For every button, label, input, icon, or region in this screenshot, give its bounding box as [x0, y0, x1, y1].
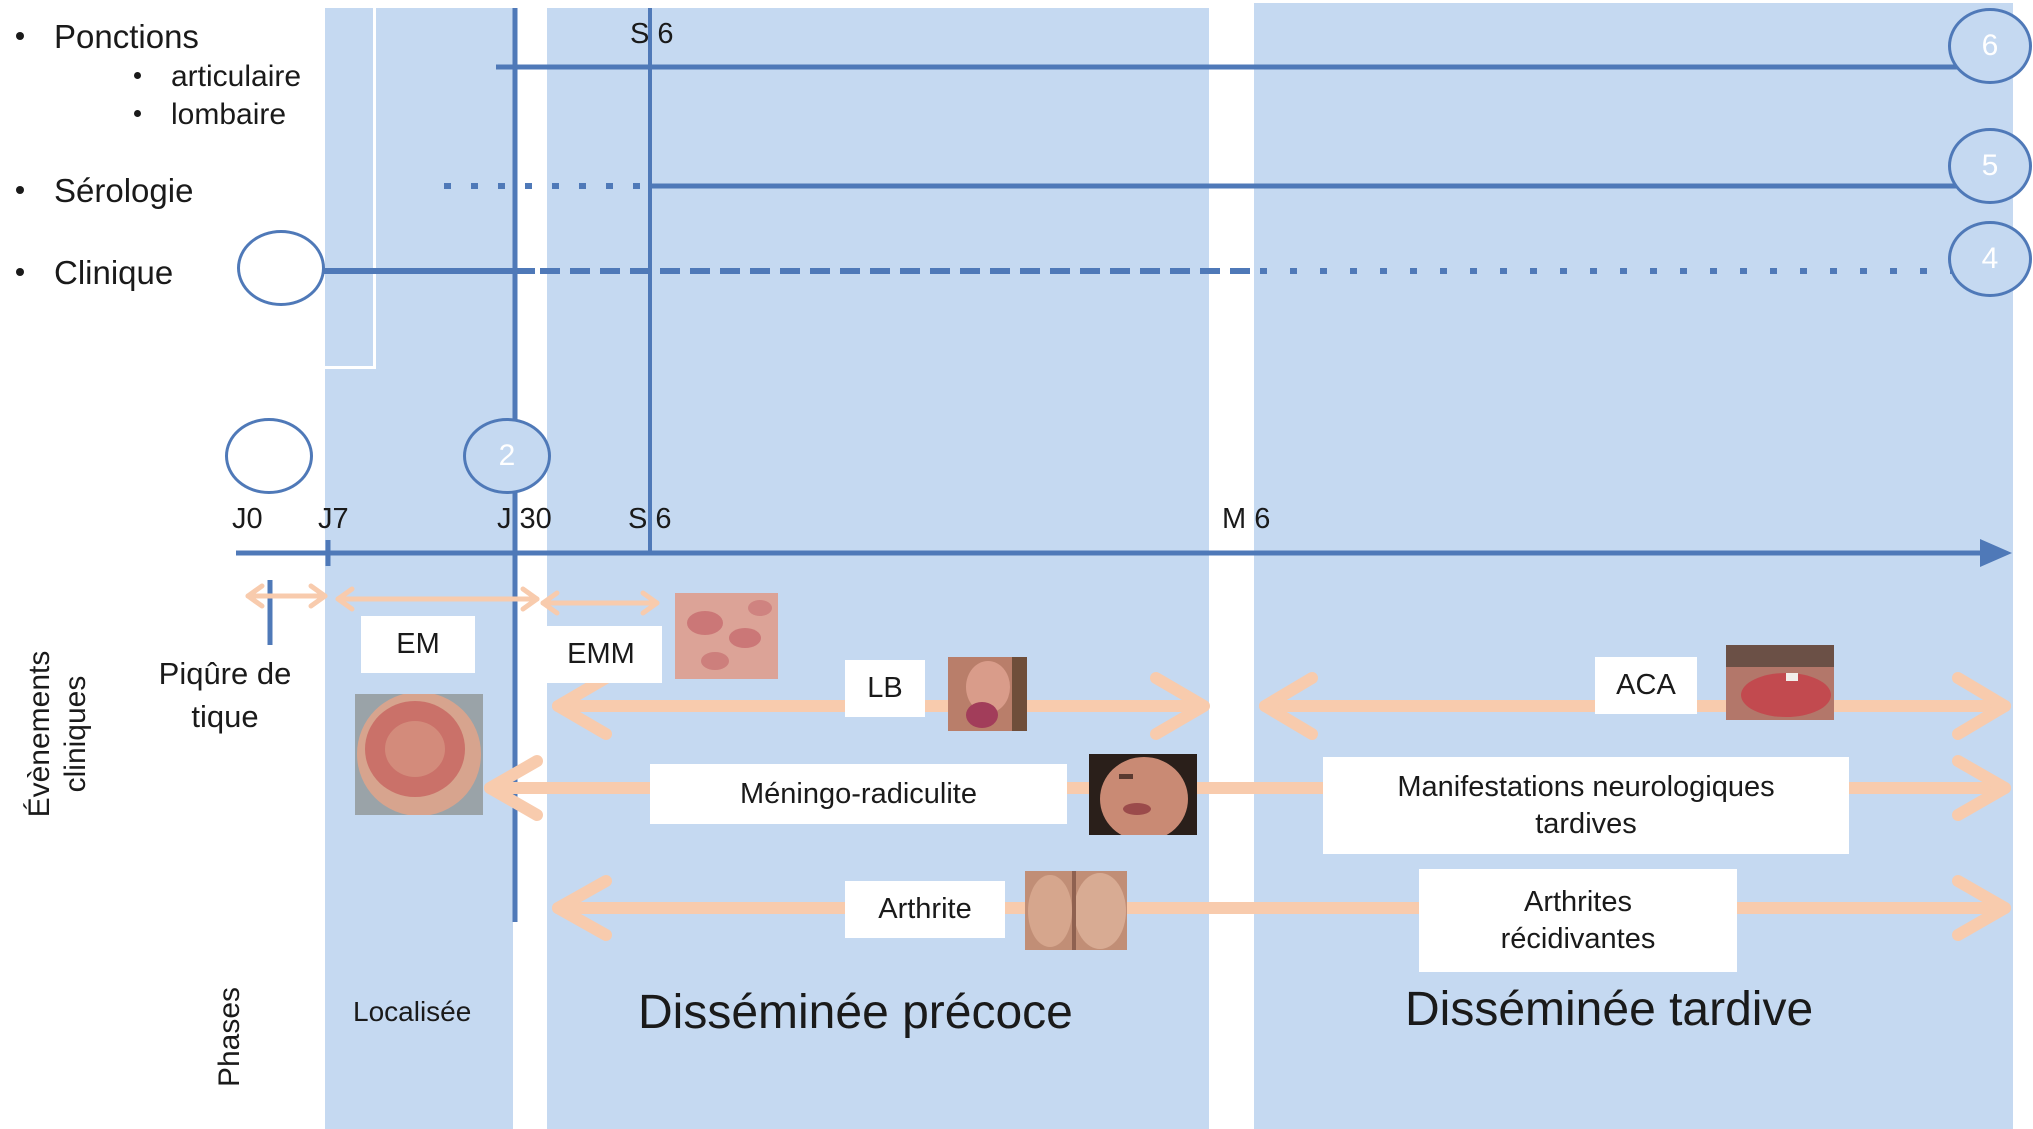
serologie-label: Sérologie	[16, 172, 193, 210]
tick-label-j0: J0	[232, 503, 263, 535]
arthrites-recidivantes-label: Arthrites récidivantes	[1419, 869, 1737, 972]
clinique-box-outline	[325, 8, 376, 369]
tick-label-j30: J 30	[497, 503, 552, 535]
circle-j0	[225, 418, 313, 494]
circle-clinique	[237, 230, 325, 306]
emm-skin-photo	[675, 593, 778, 679]
arthrite-label: Arthrite	[845, 881, 1005, 938]
band-localisee	[325, 8, 513, 1129]
phase-localisee: Localisée	[353, 996, 472, 1027]
phase-disseminee-tardive: Disséminée tardive	[1405, 983, 1814, 1036]
circle-4: 4	[1948, 221, 2032, 297]
piqure-label: Piqûre de tique	[158, 656, 292, 735]
aca-skin-photo	[1726, 645, 1834, 720]
ponctions-label: Ponctions	[16, 18, 199, 56]
arrow-j0-j7	[245, 583, 328, 609]
tick-label-j7: J7	[318, 503, 349, 535]
events-side-label: Évènements cliniques	[23, 650, 92, 818]
em-label: EM	[361, 616, 475, 673]
circle-5: 5	[1948, 128, 2032, 204]
articulaire-label: articulaire	[134, 60, 301, 94]
arthrite-knee-photo	[1025, 871, 1127, 950]
arrow-emm	[540, 590, 660, 616]
tick-label-s6: S 6	[628, 503, 672, 535]
meningo-label: Méningo-radiculite	[650, 764, 1067, 824]
em-skin-photo	[355, 694, 483, 815]
aca-label: ACA	[1595, 657, 1697, 714]
circle-2: 2	[463, 418, 551, 494]
lb-ear-photo	[948, 657, 1027, 731]
lb-label: LB	[845, 660, 925, 717]
arrow-em	[335, 586, 540, 612]
meningo-face-photo	[1089, 754, 1197, 835]
circle-6: 6	[1948, 8, 2032, 84]
manif-label: Manifestations neurologiques tardives	[1323, 757, 1849, 854]
lombaire-label: lombaire	[134, 98, 286, 132]
phase-disseminee-precoce: Disséminée précoce	[638, 986, 1073, 1039]
clinique-label: Clinique	[16, 254, 173, 292]
phases-side-label: Phases	[213, 986, 246, 1088]
emm-label: EMM	[540, 626, 662, 683]
top-s6-label: S 6	[630, 18, 674, 50]
tick-label-m6: M 6	[1222, 503, 1271, 535]
arrow-arthrite	[552, 875, 2011, 941]
timeline-arrowhead	[1980, 539, 2012, 567]
